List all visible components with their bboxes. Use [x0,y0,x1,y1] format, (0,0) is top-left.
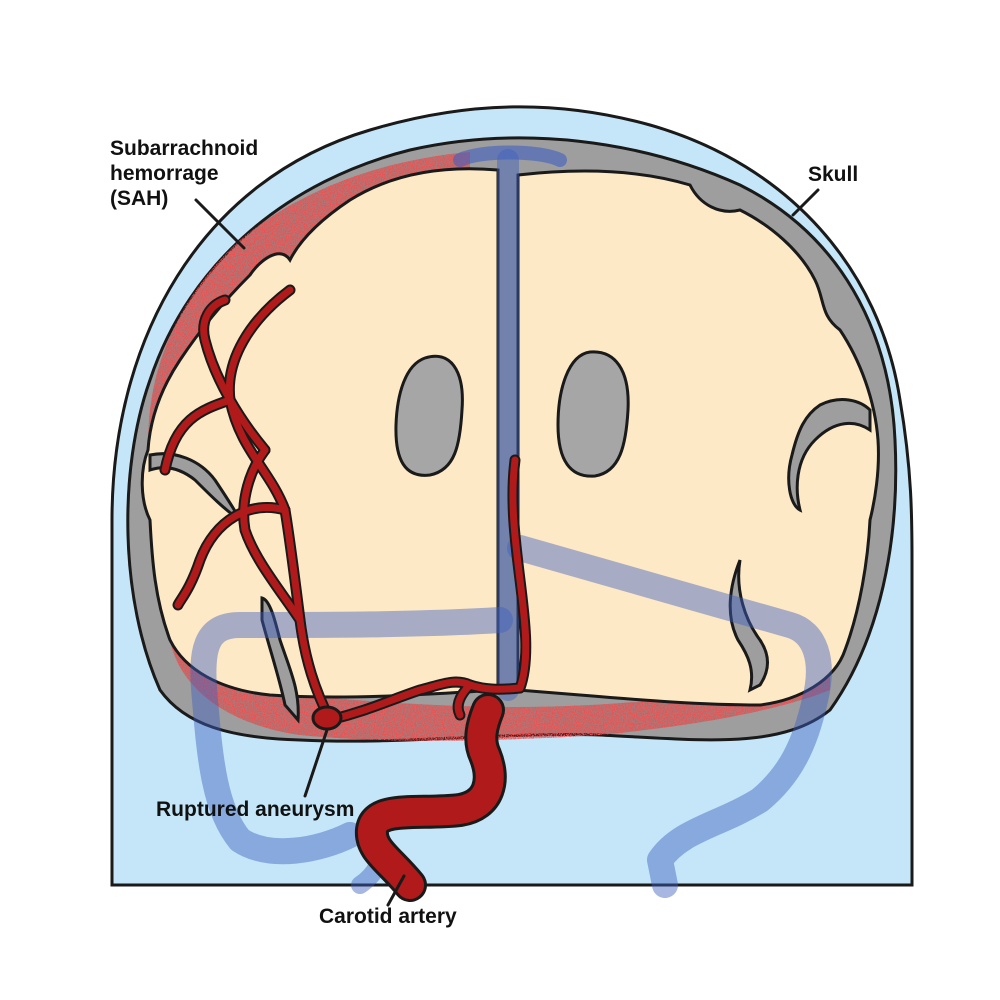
sah-label-line-3: (SAH) [110,187,169,210]
carotid-label: Carotid artery [319,905,457,928]
ruptured-aneurysm-sac [311,705,343,731]
cerebral-arteries [159,284,532,902]
sah-label-line-2: hemorrage [110,162,219,185]
sah-label: Subarrachnoid hemorrage (SAH) [110,136,258,211]
aneurysm-label: Ruptured aneurysm [156,798,355,821]
leader-lines [194,188,820,907]
skull-label: Skull [808,163,859,186]
carotid-leader-line [386,874,406,907]
skull-leader-line [791,188,820,217]
aneurysm-leader-line [303,728,329,798]
sah-label-line-1: Subarrachnoid [110,137,259,160]
right-ventricle [556,350,630,478]
sah-leader-line [194,198,246,250]
left-hemisphere [140,167,500,699]
left-ventricle [394,354,464,477]
right-hemisphere [516,169,880,707]
